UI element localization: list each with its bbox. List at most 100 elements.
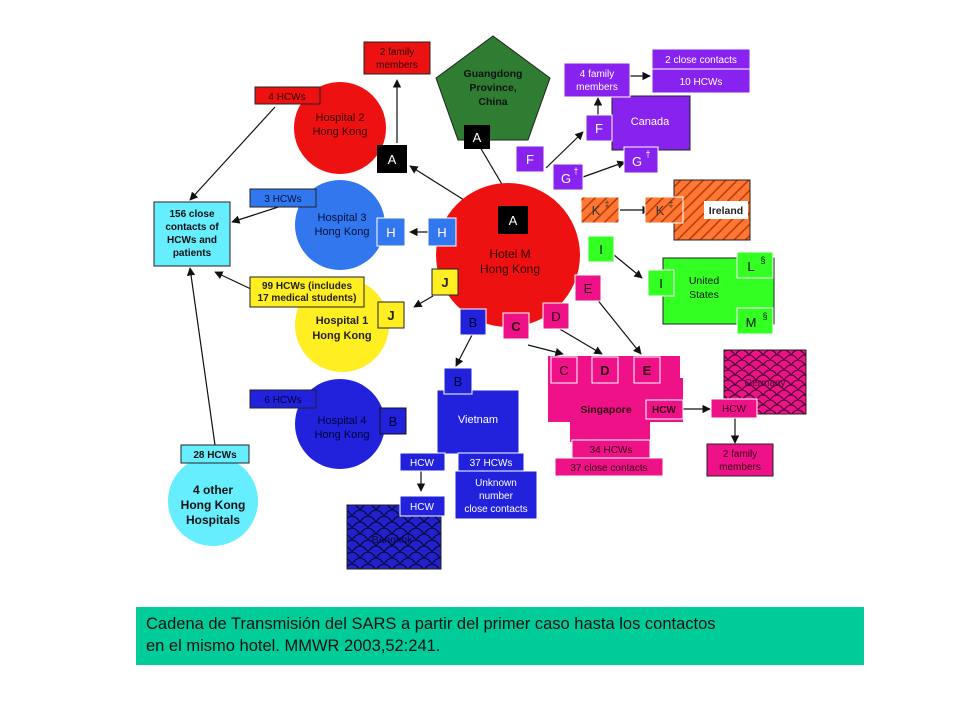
sars-transmission-diagram: Guangdong Province, China A Hotel M Hong… bbox=[153, 35, 807, 570]
patient-i-usa[interactable] bbox=[647, 269, 675, 297]
patient-k-hotel-label: K bbox=[592, 203, 601, 218]
hospital-1-node[interactable]: Hospital 1 Hong Kong 99 HCWs (includes 1… bbox=[249, 268, 459, 372]
vietnam-box bbox=[436, 389, 520, 455]
patient-d-singapore-label: D bbox=[600, 363, 609, 378]
patient-i-hotel[interactable] bbox=[587, 235, 615, 263]
patient-d-singapore[interactable] bbox=[591, 356, 619, 384]
vietnam-unknown-box bbox=[454, 470, 538, 520]
patient-j-hospital1[interactable] bbox=[377, 301, 405, 329]
vietnam-unknown-line3: close contacts bbox=[464, 504, 527, 515]
close-contacts-line1: 156 close bbox=[169, 209, 214, 220]
patient-b-vietnam[interactable] bbox=[443, 367, 473, 395]
hotel-m-node[interactable]: Hotel M Hong Kong A bbox=[436, 183, 580, 327]
hotel-rim-patients: F G † K ‡ I E D C B bbox=[459, 145, 620, 340]
close-contacts-line3: HCWs and bbox=[167, 235, 217, 246]
patient-c-singapore[interactable] bbox=[550, 356, 578, 384]
patient-k-ireland-mark: ‡ bbox=[668, 199, 673, 209]
guangdong-line1: Guangdong bbox=[464, 68, 523, 80]
close-contacts-line2: contacts of bbox=[165, 222, 219, 233]
patient-g-hotel[interactable] bbox=[552, 163, 584, 191]
close-contacts-node[interactable]: 156 close contacts of HCWs and patients bbox=[153, 201, 231, 267]
singapore-node[interactable]: Singapore C D E HCW 34 HCWs 37 close con… bbox=[548, 356, 684, 477]
hospital-1-hcws-line2: 17 medical students) bbox=[258, 293, 357, 304]
patient-c-singapore-label: C bbox=[559, 363, 568, 378]
patient-a-guangdong[interactable] bbox=[464, 125, 490, 149]
arrow-g-to-g bbox=[582, 160, 626, 178]
united-states-line1: United bbox=[689, 275, 720, 287]
patient-f-canada[interactable] bbox=[585, 114, 613, 142]
patient-a-hospital2[interactable] bbox=[377, 145, 407, 173]
patient-a-hotel[interactable] bbox=[498, 206, 528, 234]
arrow-c-to-singapore bbox=[527, 344, 564, 357]
patient-e-hotel[interactable] bbox=[574, 274, 602, 302]
other-hospitals-node[interactable]: 4 other Hong Kong Hospitals 28 HCWs bbox=[168, 444, 258, 546]
hospital-4-node[interactable]: Hospital 4 Hong Kong 6 HCWs B bbox=[249, 379, 407, 469]
hospital-2-hcws: 4 HCWs bbox=[268, 92, 305, 103]
guangdong-node[interactable]: Guangdong Province, China A bbox=[435, 35, 551, 149]
patient-i-usa-label: I bbox=[659, 276, 663, 291]
canada-box bbox=[611, 95, 691, 151]
germany-hcw-box bbox=[710, 398, 758, 419]
bangkok-node[interactable]: Bangkok HCW bbox=[346, 495, 446, 570]
patient-d-hotel-label: D bbox=[551, 309, 560, 324]
vietnam-node[interactable]: Vietnam B HCW 37 HCWs Unknown number clo… bbox=[399, 367, 538, 520]
patient-j-hotel-label: J bbox=[441, 275, 448, 290]
patient-b-hospital4[interactable] bbox=[379, 407, 407, 435]
patient-h-hotel[interactable] bbox=[427, 217, 457, 247]
patient-h-hospital3[interactable] bbox=[376, 217, 406, 247]
patient-a-guangdong-label: A bbox=[473, 130, 482, 145]
vietnam-unknown-line2: number bbox=[479, 491, 514, 502]
hospital-3-node[interactable]: Hospital 3 Hong Kong 3 HCWs H H bbox=[249, 180, 457, 270]
vietnam-unknown-line1: Unknown bbox=[475, 478, 517, 489]
patient-l-usa[interactable] bbox=[736, 251, 774, 279]
patient-k-hotel[interactable] bbox=[580, 196, 620, 224]
patient-e-singapore[interactable] bbox=[633, 356, 661, 384]
vietnam-hcw: HCW bbox=[410, 458, 434, 469]
hospital-2-line1: Hospital 2 bbox=[316, 112, 365, 124]
canada-label: Canada bbox=[631, 116, 670, 128]
arrow-b-to-vietnam bbox=[455, 334, 473, 367]
other-hospitals-line3: Hospitals bbox=[186, 513, 240, 527]
hotel-m-line1: Hotel M bbox=[489, 247, 530, 261]
family-top-box bbox=[363, 41, 431, 75]
hotel-m-circle bbox=[436, 183, 580, 327]
patient-k-ireland[interactable] bbox=[644, 196, 684, 224]
patient-g-canada[interactable] bbox=[623, 146, 659, 174]
patient-c-hotel[interactable] bbox=[502, 312, 530, 340]
arrow-d-to-singapore bbox=[557, 327, 603, 355]
patient-h-hotel-label: H bbox=[437, 225, 446, 240]
other-hospitals-hcws: 28 HCWs bbox=[193, 450, 237, 461]
arrow-hospital2-to-contacts bbox=[189, 106, 276, 201]
guangdong-line3: China bbox=[478, 96, 507, 108]
bangkok-hcw-box bbox=[399, 495, 446, 517]
patient-e-hotel-label: E bbox=[584, 281, 593, 296]
other-hospitals-line2: Hong Kong bbox=[181, 498, 246, 512]
patient-d-hotel[interactable] bbox=[542, 302, 570, 330]
ireland-node[interactable]: Ireland K ‡ bbox=[644, 179, 751, 241]
arrow-i-to-usa bbox=[613, 254, 643, 279]
patient-b-hotel-label: B bbox=[469, 315, 478, 330]
united-states-node[interactable]: United States I L § M § bbox=[647, 251, 775, 335]
patient-f-hotel[interactable] bbox=[515, 145, 545, 173]
canada-node[interactable]: Canada 4 family members 2 close contacts… bbox=[563, 48, 751, 174]
patient-g-canada-label: G bbox=[632, 154, 642, 169]
patient-l-usa-label: L bbox=[747, 259, 754, 274]
family-top-node[interactable]: 2 family members bbox=[363, 41, 431, 75]
germany-label: Germany bbox=[744, 378, 785, 389]
singapore-contacts-box bbox=[554, 457, 664, 477]
guangdong-line2: Province, bbox=[469, 82, 516, 94]
patient-b-hotel[interactable] bbox=[459, 308, 487, 336]
patient-g-hotel-mark: † bbox=[573, 166, 578, 176]
germany-node[interactable]: Germany HCW 2 family members bbox=[706, 349, 807, 477]
patient-j-hotel[interactable] bbox=[431, 268, 459, 296]
caption-line1: Cadena de Transmisión del SARS a partir … bbox=[146, 615, 716, 633]
family-top-line1: 2 family bbox=[380, 47, 414, 58]
hospital-4-hcws-box bbox=[249, 389, 317, 409]
ireland-label-bg bbox=[704, 201, 748, 219]
hospital-4-line2: Hong Kong bbox=[314, 429, 369, 441]
arrow-others-to-contacts bbox=[186, 267, 216, 446]
hospital-2-node[interactable]: Hospital 2 Hong Kong 4 HCWs A bbox=[254, 82, 407, 174]
arrow-e-to-singapore bbox=[595, 297, 642, 355]
close-contacts-line4: patients bbox=[173, 248, 212, 259]
patient-m-usa[interactable] bbox=[736, 307, 774, 335]
